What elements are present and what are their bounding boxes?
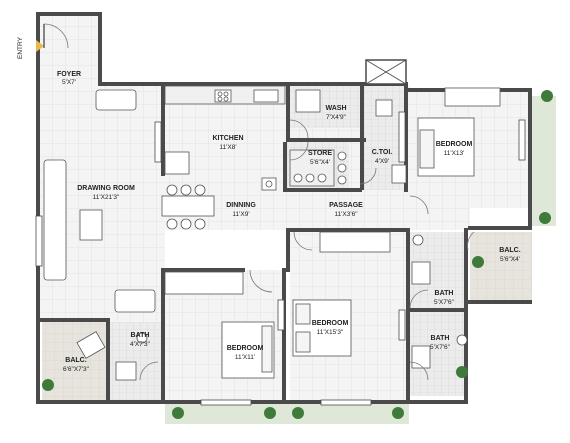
sofa-top-icon [95, 89, 137, 111]
basin-bath-br-icon [456, 334, 468, 346]
plant-icon [264, 407, 276, 419]
ctoi-dims: 4'X9' [375, 158, 389, 165]
planter-right [530, 96, 556, 226]
table-drawing-icon [79, 209, 103, 241]
bath-left-dims: 4'X7'3" [130, 341, 151, 348]
plant-icon [42, 379, 54, 391]
hob-icon [214, 89, 232, 103]
bedroom-right-dims: 11'X13' [444, 150, 465, 157]
plant-icon [472, 256, 484, 268]
doors[interactable] [139, 119, 475, 381]
plant-icon [392, 407, 404, 419]
entry-door-icon[interactable] [43, 23, 69, 49]
store-name: STORE [308, 150, 332, 157]
wc-ctoi-icon [391, 164, 407, 184]
ctoi-name: C.TOI. [372, 149, 393, 156]
drawing-room-dims: 11'X21'3" [93, 194, 120, 201]
dinning-name: DINNING [226, 202, 256, 209]
balc-right-name: BALC. [499, 247, 520, 254]
walls [36, 12, 532, 404]
drawing-room-name: DRAWING ROOM [77, 185, 135, 192]
wash-dims: 7'X4'9" [326, 114, 347, 121]
washing-machine-icon [295, 89, 321, 113]
kitchen-name: KITCHEN [212, 135, 243, 142]
windows [35, 111, 526, 406]
wc-bath-right-icon [411, 261, 431, 285]
bedroom-mid-name: BEDROOM [312, 320, 349, 327]
bedroom-left-dims: 11'X11' [235, 354, 255, 361]
plant-icon [539, 212, 551, 224]
balc-right-dims: 5'6"X4' [500, 256, 520, 263]
bath-right-dims: 5'X7'6" [434, 299, 455, 306]
sofa-bottom-icon [114, 289, 156, 313]
wardrobe-right-icon [444, 87, 501, 107]
planter-bottom [165, 402, 409, 424]
sofa-left-icon [43, 159, 67, 281]
bedroom-mid-dims: 11'X15'3" [317, 329, 344, 336]
passage-name: PASSAGE [329, 202, 363, 209]
balc-left-dims: 6'6"X7'3" [63, 366, 90, 373]
basin-bath-right-icon [412, 234, 424, 246]
entry-arrow-icon [36, 40, 44, 52]
basin-bath-left-icon [136, 332, 148, 344]
bath-right-name: BATH [435, 290, 454, 297]
bath-br-name: BATH [431, 335, 450, 342]
bedroom-right-name: BEDROOM [436, 141, 473, 148]
wc-bath-left-icon [115, 361, 137, 381]
foyer-name: FOYER [57, 71, 81, 78]
foyer-floor [40, 14, 100, 86]
plants [42, 90, 553, 419]
duct-shaft [365, 59, 407, 85]
bath-left-floor [110, 322, 165, 400]
plant-icon [172, 407, 184, 419]
toilet-ctoi-icon [375, 99, 393, 117]
plant-icon [541, 90, 553, 102]
passage-floor [40, 190, 470, 230]
passage-dims: 11'X3'6" [334, 211, 358, 218]
foyer-dims: 5'X7' [62, 79, 76, 86]
plant-icon [292, 407, 304, 419]
furniture [43, 85, 501, 381]
bedroom-left-name: BEDROOM [227, 345, 264, 352]
store-dims: 5'6"X4' [310, 159, 330, 166]
balcony-chair-icon [76, 331, 106, 359]
room-labels: FOYER 5'X7' DRAWING ROOM 11'X21'3" KITCH… [57, 71, 521, 373]
wash-name: WASH [326, 105, 347, 112]
balc-left-name: BALC. [65, 357, 86, 364]
wardrobe-mid-icon [319, 231, 391, 253]
entry-label: ENTRY [17, 36, 24, 59]
dinning-dims: 11'X9' [232, 211, 249, 218]
plant-icon [456, 366, 468, 378]
dining-table-icon [161, 195, 215, 217]
bath-br-dims: 5'X7'6" [430, 344, 451, 351]
wc-bath-br-icon [411, 345, 431, 369]
sink-icon [253, 89, 279, 103]
wardrobe-left-icon [164, 271, 244, 295]
kitchen-dims: 11'X8' [219, 144, 236, 151]
bath-left-name: BATH [131, 332, 150, 339]
fridge-icon [164, 151, 190, 175]
